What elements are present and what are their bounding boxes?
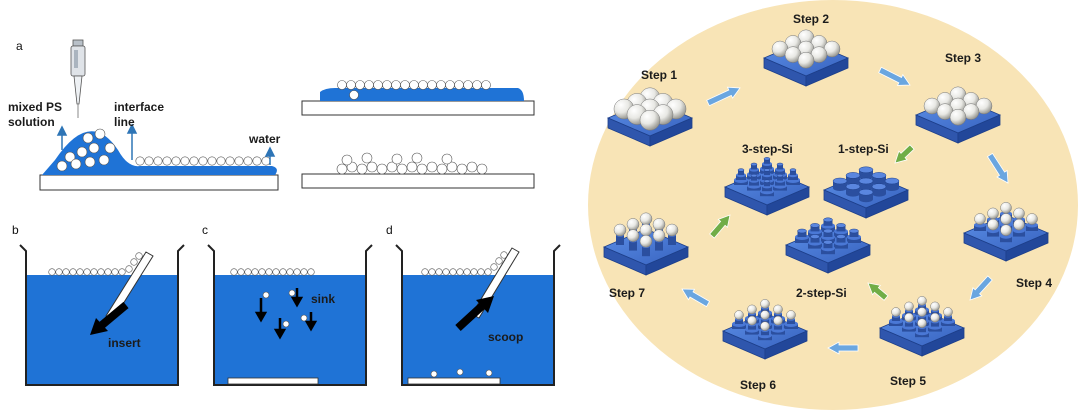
block-step-4	[962, 202, 1050, 262]
step-label-2: Step 2	[793, 12, 829, 26]
label-interface-line1: interface	[114, 100, 164, 114]
substrate-right-bottom	[301, 173, 535, 189]
step-label-1: Step 1	[641, 68, 677, 82]
step-label-7: Step 7	[609, 286, 645, 300]
product-label-3-step: 3-step-Si	[742, 142, 793, 156]
ps-monolayer-right-top	[337, 80, 491, 100]
cycle-arrows	[681, 66, 1009, 355]
ps-monolayer-b	[48, 252, 143, 276]
label-mixed-line2: solution	[8, 115, 55, 129]
slide-c	[227, 377, 319, 385]
block-1-step-si	[822, 166, 910, 219]
ps-monolayer-c	[230, 268, 315, 276]
label-sink: sink	[311, 292, 335, 306]
label-insert: insert	[108, 336, 141, 350]
arrow-step6-to-step7	[681, 288, 711, 308]
label-water: water	[248, 132, 281, 146]
block-step-6	[721, 299, 809, 360]
block-3-step-si	[723, 157, 811, 216]
water-layer-right	[320, 88, 524, 101]
step-label-4: Step 4	[1016, 276, 1052, 290]
sinking-spheres	[262, 289, 308, 328]
beaker-icon	[207, 244, 373, 386]
panel-a: a mixed	[8, 39, 535, 191]
block-2-step-si	[784, 217, 872, 274]
substrate-left	[39, 174, 279, 191]
block-step-2	[762, 29, 850, 87]
ps-spheres-right-bottom	[336, 152, 488, 175]
arrow-step2-to-step3	[878, 66, 911, 86]
panel-b: b insert	[12, 223, 185, 386]
product-label-1-step: 1-step-Si	[838, 142, 889, 156]
panel-label-b: b	[12, 223, 19, 237]
substrate-blocks	[602, 29, 1050, 360]
step-label-3: Step 3	[945, 51, 981, 65]
panel-label-d: d	[386, 223, 393, 237]
block-step-5	[878, 296, 966, 357]
arrow-step5-to-2-step-si	[867, 282, 889, 301]
arrow-step3-to-step4	[986, 152, 1009, 184]
arrow-step5-to-step6	[827, 341, 859, 355]
panel-label-a: a	[16, 39, 23, 53]
process-cycle: Step 1 Step 2 Step 3 Step 4 Step 5 Step …	[588, 0, 1078, 410]
substrate-right-top	[301, 100, 535, 116]
label-interface-line2: line	[114, 115, 135, 129]
step-label-6: Step 6	[740, 378, 776, 392]
panel-c: c sink	[202, 223, 373, 386]
slide-d-bottom	[407, 377, 501, 385]
settled-spheres	[430, 368, 493, 378]
sink-arrows	[254, 288, 318, 340]
insert-arrow	[90, 301, 129, 335]
panel-d: d scoop	[386, 223, 561, 386]
pointer-arrows-a	[56, 123, 276, 165]
label-scoop: scoop	[488, 330, 523, 344]
block-step-7	[602, 212, 690, 276]
label-mixed-line1: mixed PS	[8, 100, 62, 114]
ps-spheres-mixed	[56, 128, 116, 172]
scoop-arrow	[455, 296, 494, 331]
arrow-step3-to-1-step-si	[894, 144, 915, 164]
pipette-icon	[70, 39, 86, 118]
arrow-step7-to-3-step-si	[709, 214, 731, 239]
panel-label-c: c	[202, 223, 208, 237]
block-step-1	[606, 87, 694, 147]
step-label-5: Step 5	[890, 374, 926, 388]
product-label-2-step: 2-step-Si	[796, 286, 847, 300]
ps-monolayer-d	[421, 251, 508, 276]
beaker-icon	[19, 244, 185, 386]
arrow-step4-to-step5	[969, 275, 993, 301]
ps-monolayer-a	[135, 156, 271, 166]
arrow-step1-to-step2	[706, 86, 741, 107]
block-step-3	[914, 86, 1002, 144]
beaker-icon	[395, 244, 561, 386]
